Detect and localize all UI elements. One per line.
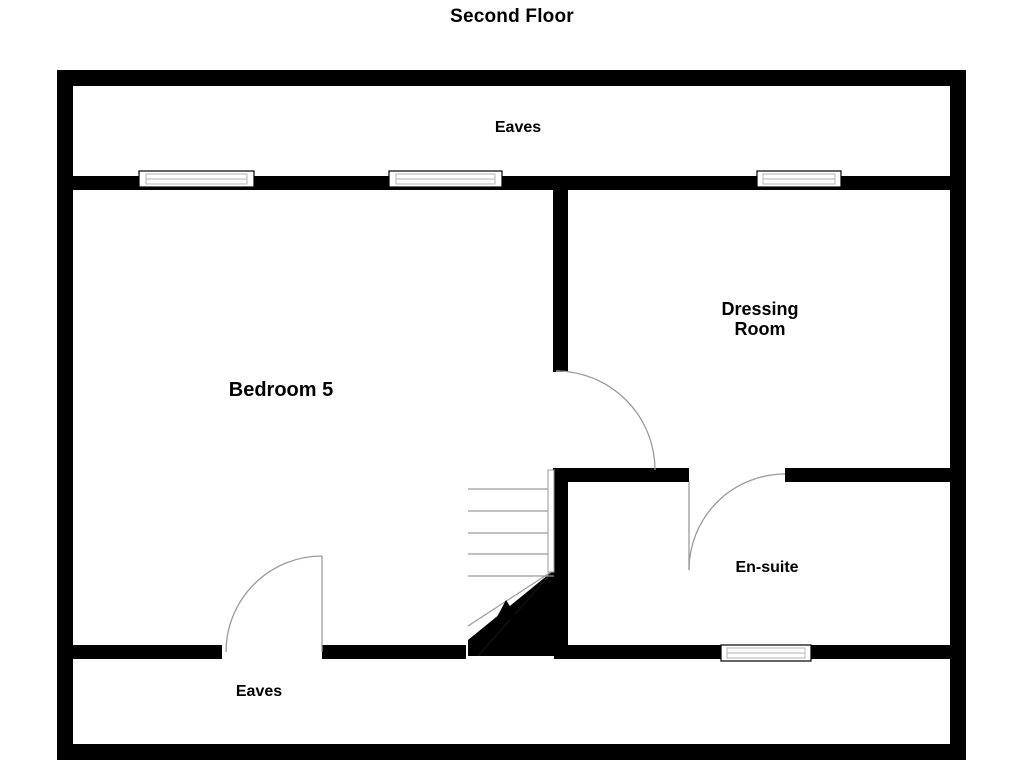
window-en-suite [720, 644, 812, 662]
window-dressing-room [756, 170, 842, 188]
door-swing-arc [688, 473, 786, 571]
window-bed5-left [138, 170, 255, 188]
window-bed5-right [388, 170, 503, 188]
doors-group [225, 370, 786, 653]
door-swing-arc [555, 370, 656, 471]
staircase-treads [468, 488, 554, 577]
door-en-suite [688, 473, 786, 571]
wall-bedroom-dressing-divider [553, 176, 568, 372]
wall-eaves-divider-bottom-mid [322, 645, 466, 659]
wall-stairwell-top [553, 468, 689, 482]
wall-outer-bottom [57, 744, 966, 760]
door-dressing-room [555, 370, 656, 471]
page-title: Second Floor [450, 6, 574, 27]
wall-ensuite-top [785, 468, 950, 482]
room-label-eaves-top: Eaves [494, 119, 542, 137]
wall-outer-top [57, 70, 966, 86]
wall-stairwell-right [553, 468, 568, 656]
room-label-bedroom-5: Bedroom 5 [228, 378, 334, 401]
door-swing-arc [225, 555, 323, 653]
room-label-en-suite: En-suite [735, 559, 799, 577]
staircase-stringer [547, 469, 555, 573]
walls-group [57, 70, 966, 760]
room-label-eaves-bottom: Eaves [235, 683, 283, 701]
wall-outer-left [57, 70, 73, 760]
room-label-dressing-room: Dressing Room [721, 298, 799, 339]
staircase-direction-arrow-icon [497, 600, 520, 622]
wall-eaves-divider-top [73, 176, 950, 190]
windows-group [138, 170, 842, 662]
wall-eaves-divider-bottom-left [73, 645, 222, 659]
staircase [467, 469, 555, 656]
staircase-nosing-line [467, 569, 555, 627]
door-bedroom-5 [225, 555, 323, 653]
wall-outer-right [950, 70, 966, 760]
